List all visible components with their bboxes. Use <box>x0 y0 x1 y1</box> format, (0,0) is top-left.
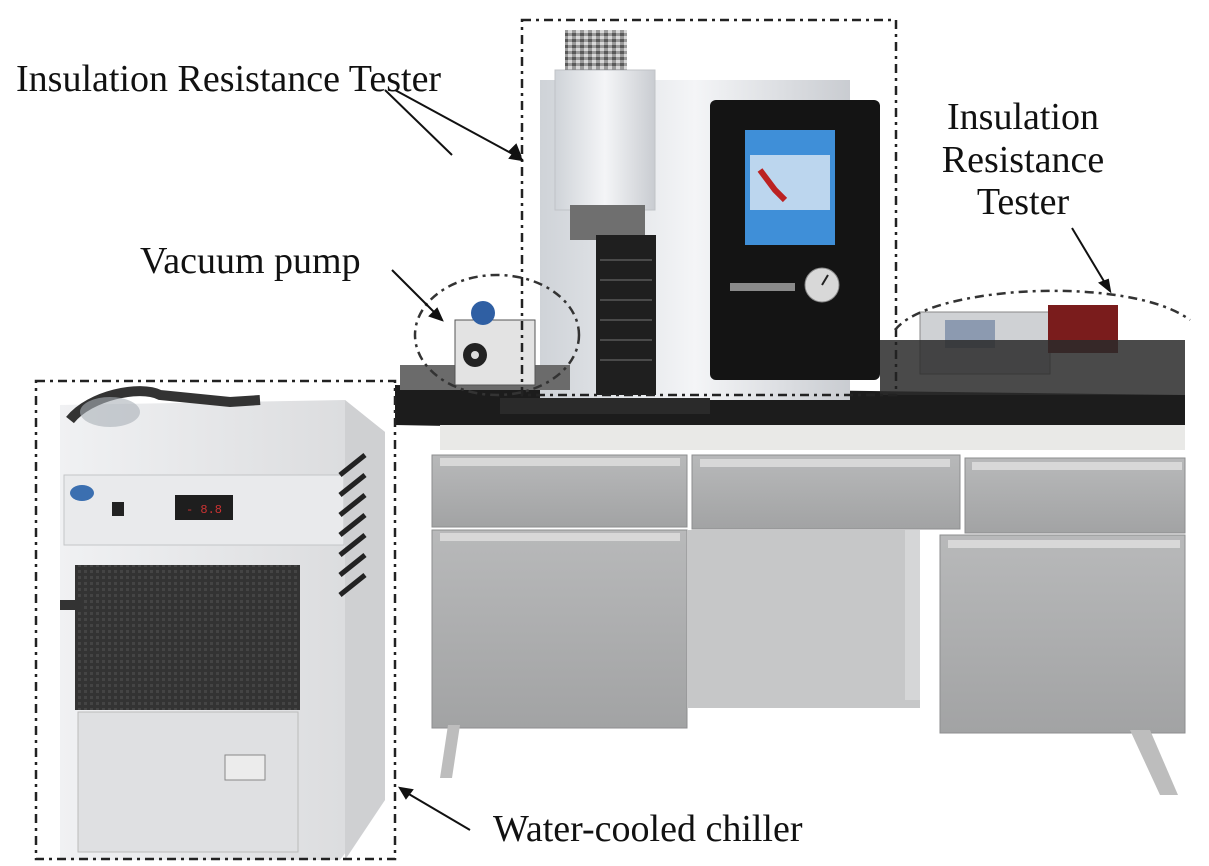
arrow-vacuum-pump <box>391 269 441 319</box>
label-tester-right-line2: Resistance <box>941 138 1105 181</box>
svg-text:- 8.8: - 8.8 <box>186 503 222 517</box>
label-chiller: Water-cooled chiller <box>493 808 803 850</box>
label-vacuum-pump: Vacuum pump <box>140 240 361 282</box>
label-tester-right-line3: Tester <box>976 181 1070 224</box>
arrow-tester-main <box>384 89 453 156</box>
label-tester-main: Insulation Resistance Tester <box>16 58 442 100</box>
label-tester-right-line1: Insulation <box>947 96 1099 138</box>
water-cooled-chiller: - 8.8 <box>60 386 385 860</box>
label-tester-right: Insulation Resistance Tester <box>928 96 1118 224</box>
arrow-tester-right <box>1071 227 1109 289</box>
right-tester-ellipse <box>894 289 1191 331</box>
chiller-frame <box>34 379 397 861</box>
insulation-resistance-tester-main <box>540 30 880 400</box>
workbench <box>395 385 1186 795</box>
vacuum-pump <box>400 301 710 414</box>
arrow-chiller <box>401 789 471 831</box>
pump-ellipse <box>413 273 581 397</box>
insulation-resistance-tester-right <box>880 305 1185 395</box>
